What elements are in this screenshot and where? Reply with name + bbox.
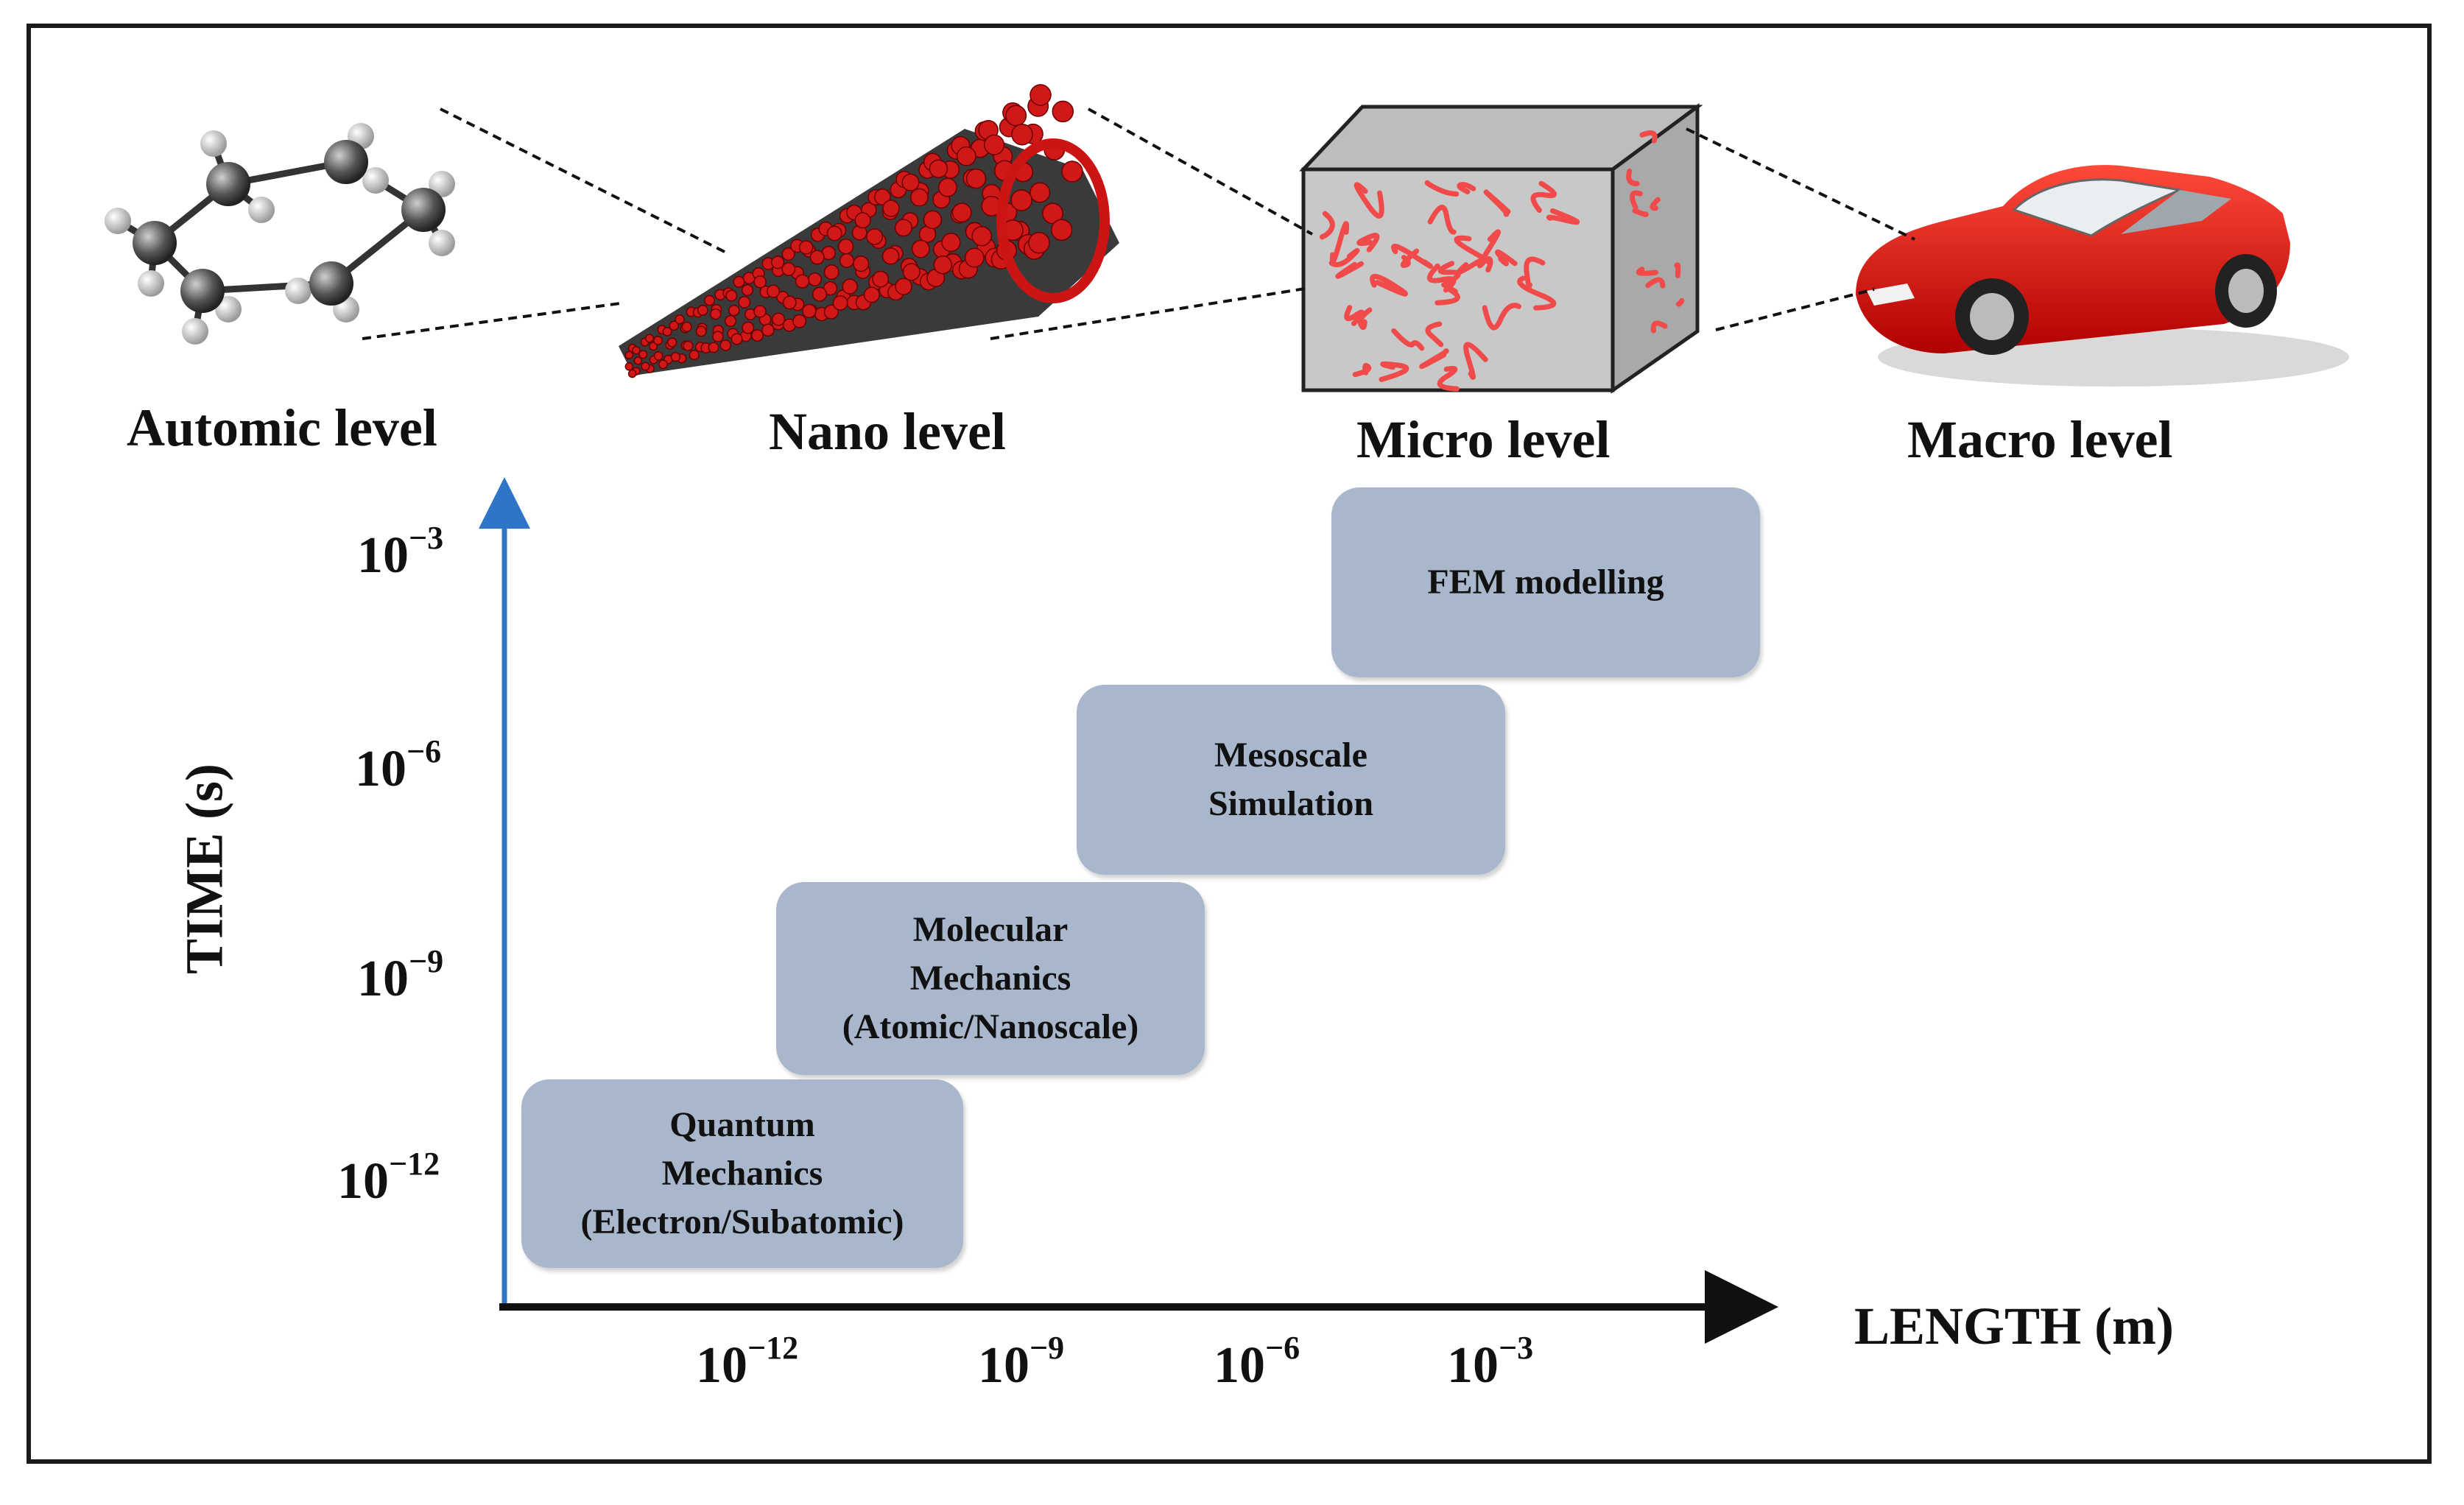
- connector-lines: [362, 107, 1915, 340]
- level-label-atomic: Automic level: [127, 398, 437, 457]
- molecular-line2: Mechanics: [909, 959, 1071, 998]
- time-tick: 10−6: [355, 733, 442, 797]
- time-axis-title: TIME (s): [175, 764, 234, 974]
- level-label-macro: Macro level: [1907, 410, 2173, 469]
- quantum-line2: Mechanics: [661, 1154, 823, 1193]
- length-tick: 10−9: [978, 1330, 1065, 1394]
- meso-line1: Mesoscale: [1214, 736, 1367, 775]
- quantum-line1: Quantum: [669, 1105, 815, 1144]
- composite-cube-icon: [1299, 103, 1703, 394]
- length-tick: 10−6: [1214, 1330, 1300, 1394]
- molecular-mechanics-box: Molecular Mechanics (Atomic/Nanoscale): [776, 882, 1205, 1075]
- level-label-micro: Micro level: [1356, 410, 1611, 469]
- quantum-mechanics-box: Quantum Mechanics (Electron/Subatomic): [521, 1079, 963, 1268]
- carbon-nanotube-icon: [619, 84, 1119, 378]
- time-tick: 10−3: [357, 520, 444, 584]
- cyclohexane-molecule-icon: [105, 123, 455, 345]
- time-tick: 10−12: [337, 1146, 440, 1210]
- fem-label: FEM modelling: [1427, 563, 1664, 602]
- fem-modelling-box: FEM modelling: [1331, 487, 1760, 677]
- molecular-line1: Molecular: [912, 910, 1069, 949]
- level-label-nano: Nano level: [769, 402, 1006, 461]
- length-tick: 10−12: [696, 1330, 799, 1394]
- sports-car-icon: [1856, 165, 2349, 387]
- molecular-line3: (Atomic/Nanoscale): [842, 1007, 1139, 1046]
- length-tick: 10−3: [1447, 1330, 1534, 1394]
- mesoscale-simulation-box: Mesoscale Simulation: [1077, 685, 1505, 875]
- time-tick: 10−9: [357, 943, 444, 1007]
- meso-line2: Simulation: [1208, 784, 1374, 823]
- length-axis-title: LENGTH (m): [1854, 1297, 2175, 1356]
- quantum-line3: (Electron/Subatomic): [580, 1202, 904, 1241]
